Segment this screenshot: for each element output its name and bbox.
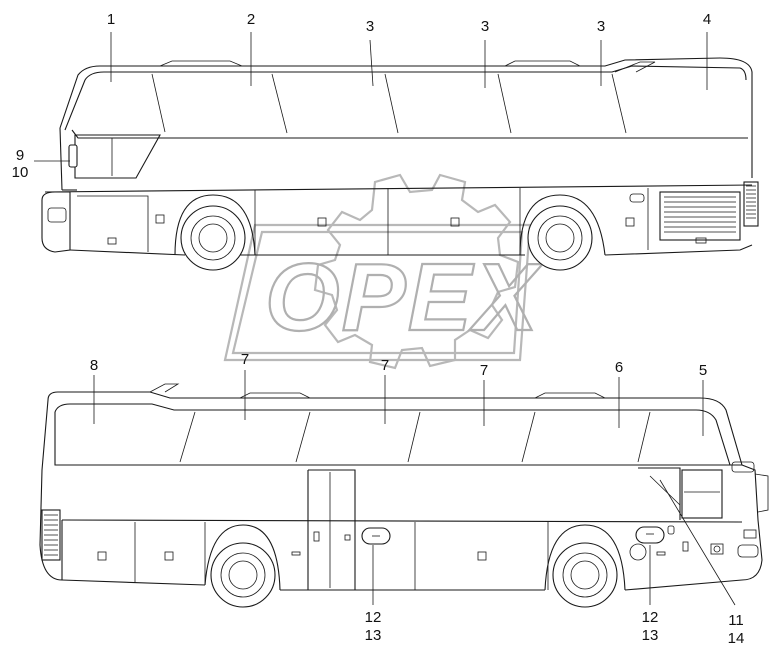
rear-wheel-bottom (210, 542, 276, 608)
callout-top-4: 3 (597, 18, 605, 35)
rear-lights (743, 181, 759, 227)
callout-under-0: 12 (365, 609, 382, 626)
callout-under-2: 12 (642, 609, 659, 626)
bus-top-view (41, 57, 759, 271)
front-wheel-top (180, 205, 246, 271)
callout-top-5: 4 (703, 11, 711, 28)
callout-left-0: 9 (16, 147, 24, 164)
callout-top-0: 1 (107, 11, 115, 28)
callout-bottom-0: 8 (90, 357, 98, 374)
watermark-text: OPEX (265, 244, 543, 351)
opex-watermark: OPEX (223, 173, 543, 370)
callout-top-3: 3 (481, 18, 489, 35)
rear-wheel-top (527, 205, 593, 271)
bus-bottom-view (39, 383, 769, 608)
callout-top-2: 3 (366, 18, 374, 35)
callout-bottom-4: 6 (615, 359, 623, 376)
callout-under-5: 14 (728, 630, 745, 647)
fuel-cap-front (635, 526, 665, 544)
callout-under-3: 13 (642, 627, 659, 644)
callout-bottom-1: 7 (241, 351, 249, 368)
fuel-cap-centre (361, 527, 391, 545)
callout-bottom-5: 5 (699, 362, 707, 379)
leader-lines (34, 32, 736, 606)
callout-bottom-3: 7 (480, 362, 488, 379)
engine-grille (659, 191, 741, 241)
front-wheel-bottom (552, 542, 618, 608)
callout-top-1: 2 (247, 11, 255, 28)
callout-bottom-2: 7 (381, 357, 389, 374)
callout-left-1: 10 (12, 164, 29, 181)
callout-under-1: 13 (365, 627, 382, 644)
callout-under-4: 11 (728, 612, 744, 629)
rear-lights-bottom (39, 399, 63, 581)
front-end-bottom (731, 461, 769, 581)
